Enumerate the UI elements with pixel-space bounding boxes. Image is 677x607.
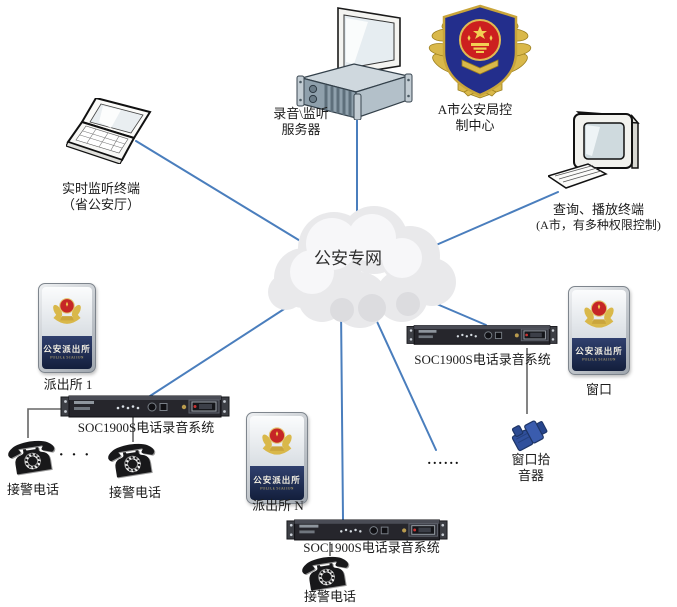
station-n-label: 派出所 N (252, 498, 304, 513)
window-pickup-device (506, 412, 554, 459)
cloud-label: 公安专网 (314, 249, 382, 268)
listen-laptop (65, 96, 158, 169)
link-recorder3-cloud (340, 307, 344, 520)
sign-plaque-en: POLICE STATION (582, 358, 616, 363)
phone-icon: ☎ (102, 432, 162, 489)
phones-ellipsis: · · · (58, 447, 92, 463)
recorder-unit-3 (286, 516, 448, 548)
sign-plaque: 公安派出所 POLICE STATION (572, 337, 626, 371)
branches-ellipsis: ...... (427, 453, 461, 468)
control-center-line2: 制中心 (455, 118, 495, 134)
link-terminal-cloud (419, 191, 559, 253)
sign-badge-area (250, 416, 304, 466)
sign-plaque: 公安派出所 POLICE STATION (250, 465, 304, 500)
wire-recorder1-phone1 (27, 408, 66, 438)
link-laptop-cloud (135, 140, 303, 243)
recorder-unit-1 (60, 392, 230, 425)
control-center-line1: A市公安局控 (437, 102, 513, 117)
link-recorder1-cloud (149, 299, 299, 397)
police-emblem (428, 2, 532, 107)
recorder-unit-2 (406, 322, 558, 352)
phone2-label: 接警电话 (108, 485, 161, 500)
phone3-label: 接警电话 (303, 589, 356, 604)
link-more-branches-cloud (367, 301, 437, 451)
window-label: 窗口 (585, 382, 612, 397)
listen-terminal-line1: 实时监听终端 (61, 181, 140, 196)
recorder1-label: SOC1900S电话录音系统 (77, 420, 215, 435)
cloud-icon: 公安专网 (268, 206, 456, 328)
rack-recorder-icon (60, 395, 230, 418)
sign-plaque: 公安派出所 POLICE STATION (42, 335, 92, 369)
control-center-label: A市公安局控 制中心 (420, 102, 530, 135)
desktop-icon (546, 111, 640, 189)
phone-wires (27, 348, 528, 556)
query-terminal-label: 查询、播放终端 (A市，有多种权限控制) (520, 202, 677, 233)
sign-badge-area (42, 287, 92, 336)
pickup-label-line2: 音器 (517, 468, 544, 484)
sign-plaque-cn: 公安派出所 (575, 346, 623, 357)
server-label-line1: 录音\监听 (273, 106, 329, 121)
server-label: 录音\监听 服务器 (253, 106, 349, 139)
sign-plaque-cn: 公安派出所 (43, 344, 91, 355)
recording-server (296, 2, 414, 125)
police-badge-icon (428, 4, 532, 99)
server-label-line2: 服务器 (281, 122, 321, 138)
sign-badge-area (572, 290, 626, 338)
rack-recorder-icon (286, 519, 448, 541)
query-terminal (546, 110, 640, 203)
pickup-icon (511, 420, 548, 452)
pickup-label-line1: 窗口拾 (511, 452, 551, 467)
pickup-label: 窗口拾 音器 (500, 452, 562, 485)
listen-terminal-line2: （省公安厅） (61, 197, 140, 213)
sign-plaque-en: POLICE STATION (50, 356, 84, 361)
cloud-network: 公安专网 (252, 196, 462, 333)
server-icon (296, 7, 413, 121)
recorder2-label: SOC1900S电话录音系统 (414, 352, 551, 367)
mini-badge-icon (584, 300, 614, 328)
sign-plaque-en: POLICE STATION (260, 486, 294, 491)
station-sign-1: 公安派出所 POLICE STATION (38, 283, 96, 373)
sign-plaque-cn: 公安派出所 (253, 474, 301, 485)
phone-icon: ☎ (2, 429, 62, 486)
listen-terminal-label: 实时监听终端 （省公安厅） (26, 181, 176, 214)
query-terminal-line1: 查询、播放终端 (552, 202, 644, 217)
phone1-label: 接警电话 (6, 482, 59, 497)
mini-badge-icon (262, 427, 292, 455)
station-sign-n: 公安派出所 POLICE STATION (246, 412, 308, 504)
recorder3-label: SOC1900S电话录音系统 (303, 540, 440, 555)
mini-badge-icon (53, 298, 81, 325)
rack-recorder-icon (406, 325, 558, 345)
station-sign-window: 公安派出所 POLICE STATION (568, 286, 630, 375)
query-terminal-line2: (A市，有多种权限控制) (536, 218, 661, 233)
station1-label: 派出所 1 (43, 377, 93, 392)
laptop-icon (65, 96, 152, 165)
